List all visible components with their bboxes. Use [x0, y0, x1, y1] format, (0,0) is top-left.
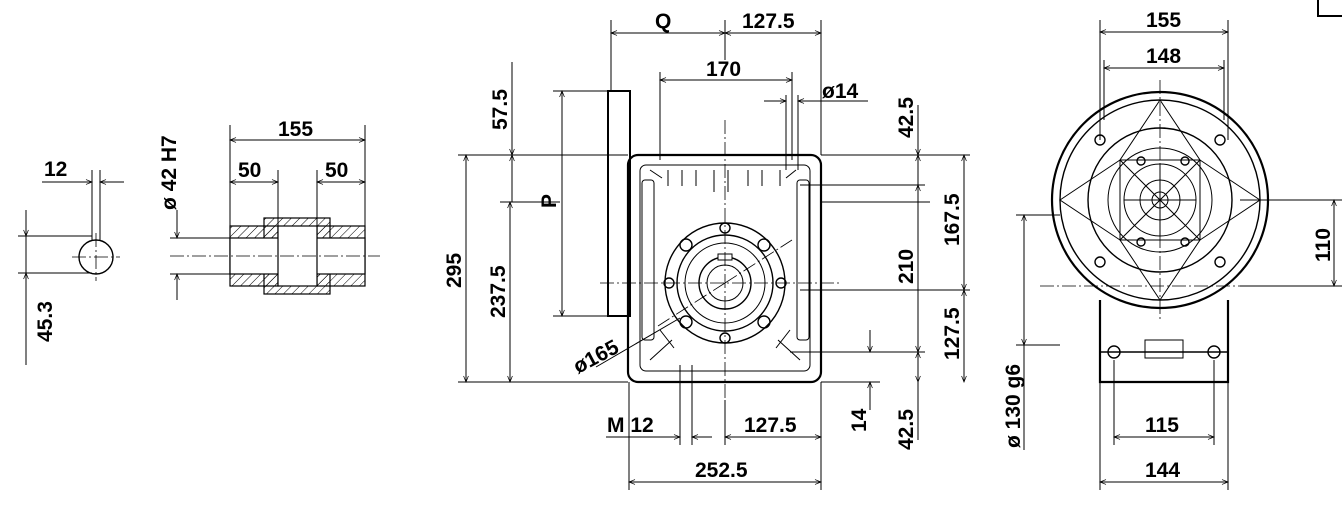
hollow-shaft-section: 155 50 50 ø 42 H7 — [158, 118, 380, 300]
right-center-label: 210 — [895, 249, 918, 284]
center-height-label: 237.5 — [487, 265, 510, 318]
top-offset-label: 57.5 — [489, 89, 512, 130]
flange-half-width-label: 127.5 — [742, 10, 795, 33]
left-depth-label: 50 — [238, 159, 261, 182]
shaft-length-label: 155 — [278, 118, 313, 141]
right-depth-label: 50 — [325, 159, 348, 182]
shaft-key-section: 12 45.3 — [18, 158, 124, 365]
foot-holes-label: 115 — [1145, 414, 1179, 437]
foot-width-label: 144 — [1145, 459, 1180, 482]
side-view — [1040, 80, 1290, 384]
right-bottom-label: 42.5 — [895, 409, 918, 450]
key-width-label: 12 — [44, 158, 67, 181]
right-upper-label: 167.5 — [941, 193, 964, 246]
key-height-label: 45.3 — [34, 301, 57, 342]
front-view — [600, 90, 840, 400]
right-lower-label: 127.5 — [941, 307, 964, 360]
total-height-label: 295 — [443, 253, 466, 288]
foot-height-label: 14 — [848, 408, 871, 432]
q-label: Q — [655, 10, 671, 33]
pcd-label: ø165 — [570, 335, 623, 378]
base-half-width-label: 127.5 — [744, 414, 797, 437]
shaft-height-label: 110 — [1312, 228, 1335, 262]
corner-frame — [1317, 0, 1342, 17]
front-view-dimensions: Q 127.5 170 ø14 57.5 P 295 237.5 ø165 — [443, 10, 970, 490]
thread-label: M 12 — [607, 414, 654, 437]
right-top-label: 42.5 — [895, 97, 918, 138]
bore-label: ø 42 H7 — [158, 135, 181, 210]
base-width-label: 252.5 — [695, 459, 748, 482]
p-label: P — [538, 194, 561, 208]
inner-width-label: 148 — [1146, 45, 1181, 68]
bolt-spacing-label: 170 — [706, 58, 741, 81]
hole-dia-label: ø14 — [822, 80, 859, 103]
side-view-dimensions: 155 148 110 ø 130 g6 115 144 — [1002, 9, 1342, 490]
spigot-label: ø 130 g6 — [1002, 364, 1025, 448]
outer-width-label: 155 — [1146, 9, 1181, 32]
